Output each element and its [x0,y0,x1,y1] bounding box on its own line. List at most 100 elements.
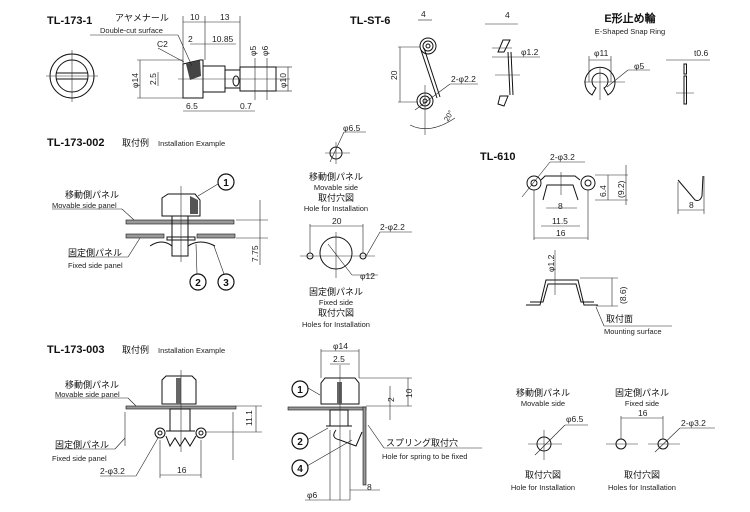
tl173-003-dim-16: 16 [177,465,187,475]
tl173-003-fixed-jp: 固定側パネル [55,439,109,450]
fixed-panel-jp: 固定側パネル [68,247,122,258]
bottom-dim-16: 16 [638,408,648,418]
e-ring-title-en: E-Shaped Snap Ring [595,27,665,36]
tl-st-6-title: TL-ST-6 [350,15,390,27]
hole-movable-en: Movable side [314,183,358,192]
e-ring-section: E形止め輪 E-Shaped Snap Ring φ11 φ5 t0.6 [584,11,710,105]
tl173-003-holes: 2-φ3.2 [100,466,125,476]
e-ring-id: φ5 [634,61,645,71]
tl173-002-section: TL-173-002 取付例 Installation Example 1 2 … [47,123,412,329]
tl173-1-side-view [90,16,292,112]
e-ring-title-jp: E形止め輪 [604,11,656,25]
tl610-wire-dia: φ1.2 [546,254,556,272]
hole-fixed-title-en: Holes for Installation [302,320,370,329]
hole-fixed-title-jp: 取付穴図 [318,307,354,318]
hole-movable-title-jp: 取付穴図 [318,192,354,203]
bottom-movable-en: Movable side [521,399,565,408]
dim-10: 10 [190,12,200,22]
side-dim-2: 2 [386,397,396,402]
spring-dim-4: 4 [421,9,426,19]
tl173-1-section: TL-173-1 アヤメナール Double-cut surface C2 10… [46,12,292,112]
dim-phi14: φ14 [130,73,140,88]
dim-6-5: 6.5 [186,101,198,111]
hole-phi12: φ12 [360,271,375,281]
tl173-003-title: TL-173-003 [47,344,104,356]
tl610-top-view [521,161,628,240]
mounting-surface-jp: 取付面 [606,314,633,324]
bottom-fixed-title-jp: 取付穴図 [624,469,660,480]
spring-hole-en: Hole for spring to be fixed [382,452,467,461]
bottom-2-phi3-2: 2-φ3.2 [681,418,706,428]
tl173-003-fixed-en: Fixed side panel [52,454,107,463]
tl610-section: TL-610 2-φ3.2 6.4 (9.2) 8 11.5 16 8 φ1.2… [480,151,705,336]
dim-phi5: φ5 [248,45,258,56]
fixed-panel-en: Fixed side panel [68,261,123,270]
bottom-phi6-5: φ6.5 [566,414,584,424]
hole-movable-title-en: Hole for Installation [304,204,368,213]
spring-side-dim-4: 4 [505,10,510,20]
side-dim-10: 10 [404,388,414,398]
dim-13: 13 [220,12,230,22]
tl610-dim-8-6: (8.6) [618,286,628,304]
bottom-movable-title-en: Hole for Installation [511,483,575,492]
tl173-002-title: TL-173-002 [47,137,104,149]
tl610-front-view [526,250,672,327]
tl173-002-assembly [52,173,268,291]
side-callout-1: 1 [297,385,303,396]
tl173-002-example-jp: 取付例 [122,137,149,148]
mounting-surface-en: Mounting surface [604,327,662,336]
dim-c2: C2 [157,39,168,49]
tl173-003-side-view [287,349,482,501]
spring-hole-jp: スプリング取付穴 [386,437,458,448]
tl610-dim-16: 16 [556,228,566,238]
hole-2-phi2-2: 2-φ2.2 [380,222,405,232]
spring-angle: 20° [442,109,455,123]
hole-movable-jp: 移動側パネル [309,171,363,182]
spring-holes: 2-φ2.2 [451,74,476,84]
knurl-label-en: Double-cut surface [100,26,163,35]
tl173-1-title: TL-173-1 [47,15,92,27]
side-dim-2-5: 2.5 [333,354,345,364]
tl173-003-assembly [55,370,262,478]
spring-side-view [485,23,540,107]
callout-1: 1 [223,178,229,189]
dim-2: 2 [188,34,193,44]
bottom-fixed-jp: 固定側パネル [615,387,669,398]
e-ring-thickness: t0.6 [694,48,708,58]
tl173-003-hole-views [528,416,715,460]
tl173-003-movable-jp: 移動側パネル [65,379,119,390]
dim-0-7: 0.7 [240,101,252,111]
movable-panel-jp: 移動側パネル [65,189,119,200]
dim-2-5: 2.5 [148,73,158,85]
e-ring-od: φ11 [594,48,609,58]
knurl-label-jp: アヤメナール [115,13,169,23]
tl610-dim-11-5: 11.5 [552,216,568,226]
side-callout-2: 2 [297,437,303,448]
spring-dim-20: 20 [389,70,399,80]
tl173-002-example-en: Installation Example [158,139,225,148]
side-phi14: φ14 [333,341,348,351]
side-dim-8: 8 [367,482,372,492]
side-phi6: φ6 [307,490,318,500]
dim-phi6: φ6 [260,45,270,56]
tl610-title: TL-610 [480,151,515,163]
tl173-003-example-en: Installation Example [158,346,225,355]
tl173-003-dim-11-1: 11.1 [244,410,254,426]
e-ring-side-view [666,59,710,105]
hole-fixed-en: Fixed side [319,298,353,307]
hole-fixed-jp: 固定側パネル [309,286,363,297]
tl173-1-front-view [46,50,98,102]
spring-wire-dia: φ1.2 [521,47,539,57]
bottom-fixed-en: Fixed side [625,399,659,408]
hole-dim-20: 20 [332,216,342,226]
dim-7-75: 7.75 [250,245,260,262]
tl610-dim-9-2: (9.2) [616,180,626,198]
bottom-movable-jp: 移動側パネル [516,387,570,398]
tl173-003-movable-en: Movable side panel [55,390,120,399]
side-callout-4: 4 [297,464,303,475]
tl610-side-dim-8: 8 [689,200,694,210]
spring-front-view [398,19,478,135]
movable-panel-en: Movable side panel [52,201,117,210]
bottom-movable-title-jp: 取付穴図 [525,469,561,480]
